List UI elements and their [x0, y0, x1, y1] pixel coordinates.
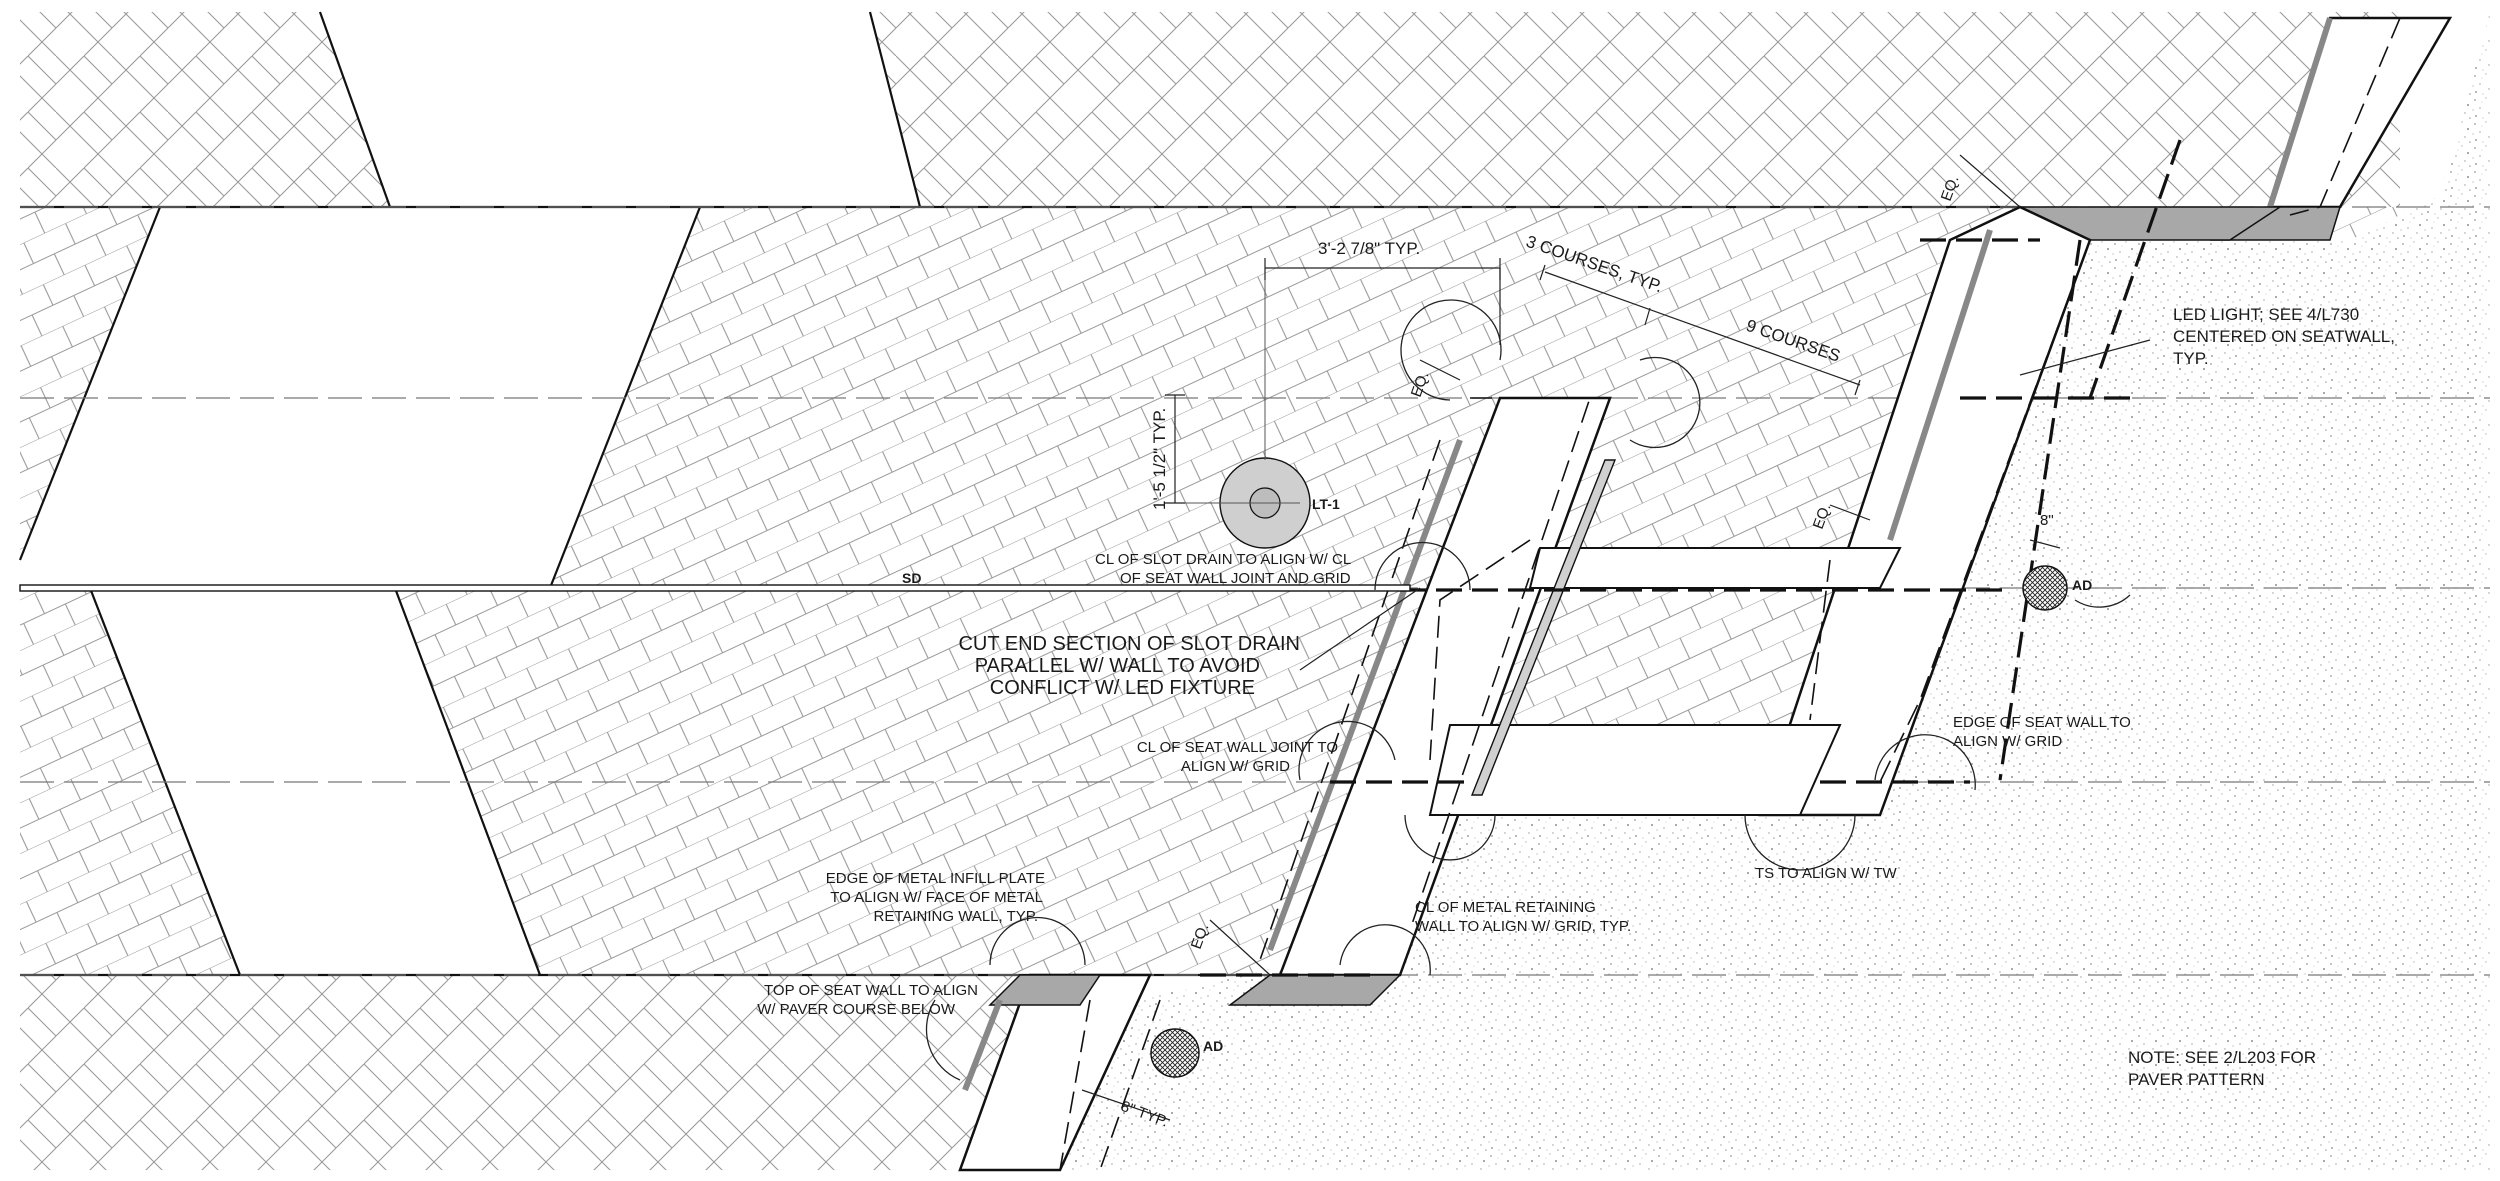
- slot-drain-channel: [19, 584, 1411, 592]
- led-light-line-3: TYP.: [2173, 349, 2209, 368]
- open-area-top-left: [320, 12, 920, 207]
- ad-tag-right: AD: [2072, 577, 2092, 593]
- cl-metal-wall-line-1: CL OF METAL RETAINING: [1415, 899, 1596, 916]
- cut-end-note: CUT END SECTION OF SLOT DRAIN PARALLEL W…: [958, 633, 1300, 699]
- led-light-line-2: CENTERED ON SEATWALL,: [2173, 327, 2395, 346]
- cl-seat-joint-line-1: CL OF SEAT WALL JOINT TO: [1137, 739, 1338, 756]
- dim-width-label: 3'-2 7/8" TYP.: [1318, 239, 1420, 258]
- top-seat-wall-note: TOP OF SEAT WALL TO ALIGN W/ PAVER COURS…: [757, 982, 978, 1018]
- paver-note-line-1: NOTE: SEE 2/L203 FOR: [2128, 1048, 2316, 1067]
- cut-end-line-1: CUT END SECTION OF SLOT DRAIN: [958, 633, 1300, 655]
- ts-tw-label: TS TO ALIGN W/ TW: [1755, 865, 1898, 882]
- cut-end-line-3: CONFLICT W/ LED FIXTURE: [990, 677, 1255, 699]
- edge-metal-line-2: TO ALIGN W/ FACE OF METAL: [830, 889, 1043, 906]
- wall-centerline-overlays: [1200, 139, 2182, 977]
- cl-seat-joint-note: CL OF SEAT WALL JOINT TO ALIGN W/ GRID: [1137, 739, 1338, 775]
- edge-metal-line-1: EDGE OF METAL INFILL PLATE: [826, 870, 1045, 887]
- paver-strip-bottom: [20, 975, 1050, 1170]
- seat-slab-low: [1428, 724, 1842, 816]
- paver-note: NOTE: SEE 2/L203 FOR PAVER PATTERN: [2128, 1048, 2316, 1089]
- cl-slot-drain-note: CL OF SLOT DRAIN TO ALIGN W/ CL OF SEAT …: [1095, 551, 1351, 587]
- cl-slot-drain-line-2: OF SEAT WALL JOINT AND GRID: [1120, 570, 1351, 587]
- light-fixture-lt1: [1175, 270, 1311, 549]
- dim-height-label: 1'-5 1/2" TYP.: [1150, 408, 1169, 510]
- edge-seat-wall-line-2: ALIGN W/ GRID: [1953, 733, 2062, 750]
- cl-slot-drain-line-1: CL OF SLOT DRAIN TO ALIGN W/ CL: [1095, 551, 1351, 568]
- area-drain-right: [2022, 565, 2068, 611]
- top-seat-wall-line-1: TOP OF SEAT WALL TO ALIGN: [764, 982, 978, 999]
- edge-seat-wall-line-1: EDGE OF SEAT WALL TO: [1953, 714, 2131, 731]
- ad-tag-left: AD: [1203, 1038, 1223, 1054]
- paver-note-line-2: PAVER PATTERN: [2128, 1070, 2265, 1089]
- sd-tag: SD: [902, 570, 921, 586]
- callout-arcs: [925, 299, 2131, 1081]
- top-seat-wall-line-2: W/ PAVER COURSE BELOW: [757, 1001, 956, 1018]
- slot-drain: [19, 584, 1411, 592]
- cut-end-line-2: PARALLEL W/ WALL TO AVOID: [975, 655, 1260, 677]
- led-light-line-1: LED LIGHT; SEE 4/L730: [2173, 305, 2359, 324]
- dimension-lines: [1081, 154, 2151, 1121]
- eight-inch-label: 8": [2040, 512, 2054, 529]
- cl-metal-wall-line-2: WALL TO ALIGN W/ GRID, TYP.: [1415, 918, 1631, 935]
- cap-lower-left: [988, 974, 1102, 1006]
- lt1-tag: LT-1: [1312, 496, 1340, 512]
- area-drain-left: [1150, 1028, 1200, 1078]
- cl-metal-wall-note: CL OF METAL RETAINING WALL TO ALIGN W/ G…: [1415, 899, 1631, 935]
- edge-metal-note: EDGE OF METAL INFILL PLATE TO ALIGN W/ F…: [826, 870, 1045, 925]
- led-fixture: [1470, 459, 1617, 796]
- offset-dashed-lines: [1059, 17, 2401, 1171]
- edge-seat-wall-note: EDGE OF SEAT WALL TO ALIGN W/ GRID: [1953, 714, 2131, 750]
- seat-slab-mid: [1528, 547, 1902, 589]
- edge-metal-line-3: RETAINING WALL, TYP.: [874, 908, 1039, 925]
- cl-seat-joint-line-2: ALIGN W/ GRID: [1181, 758, 1290, 775]
- seat-wall-right: [1758, 205, 2092, 817]
- led-light-note: LED LIGHT; SEE 4/L730 CENTERED ON SEATWA…: [2173, 305, 2395, 368]
